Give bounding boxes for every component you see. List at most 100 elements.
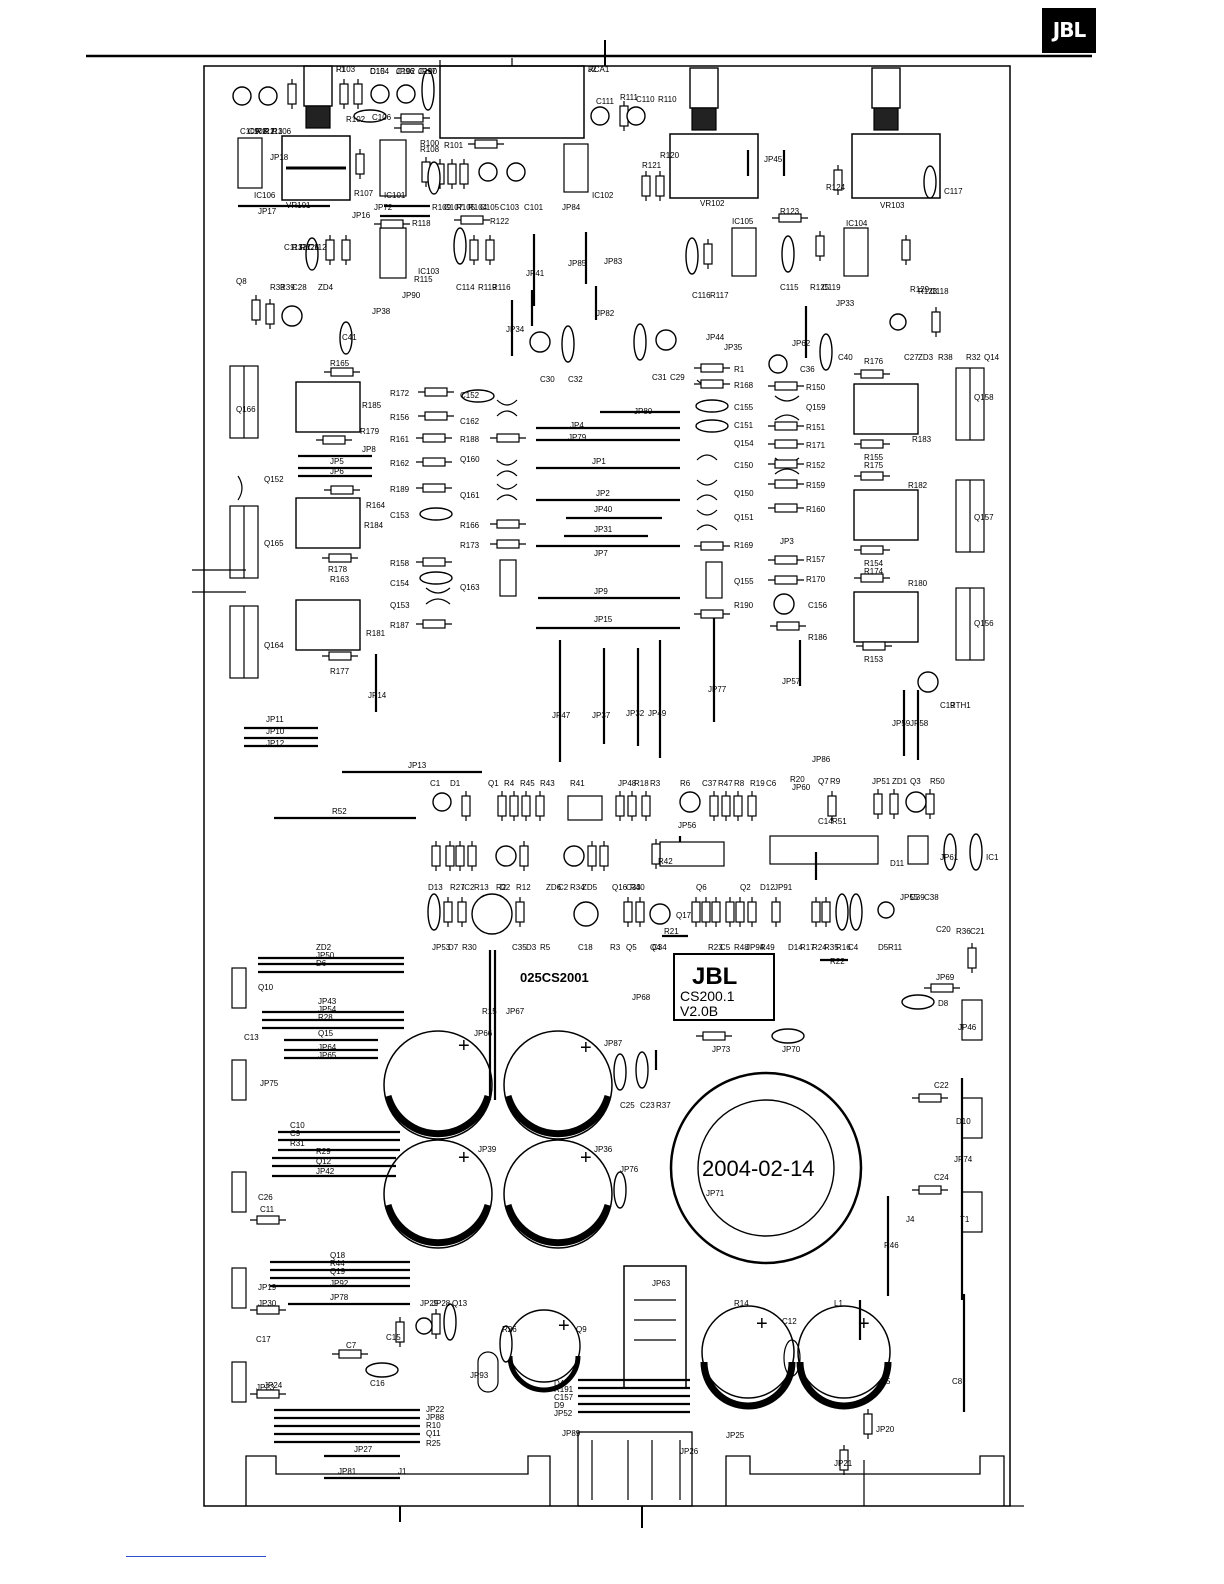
component-designator: JP23 (256, 1383, 275, 1392)
component-designator: Q157 (974, 513, 994, 522)
polarity-mark: + (558, 1315, 570, 1337)
capacitor (613, 1171, 627, 1209)
component-designator: ZD1 (892, 777, 908, 786)
resistor (519, 841, 529, 871)
component-designator: R172 (390, 389, 410, 398)
jbl-logo: JBL (1042, 8, 1096, 53)
component-designator: C41 (342, 333, 357, 342)
component-designator: R126 (300, 243, 320, 252)
component-designator: JP76 (620, 1165, 639, 1174)
component-designator: R35 (824, 943, 839, 952)
polarity-mark: + (858, 1313, 870, 1335)
component-designator: C102 (396, 67, 416, 76)
component-designator: R184 (364, 521, 384, 530)
capacitor (529, 331, 551, 353)
resistor (374, 219, 410, 229)
capacitor (353, 109, 387, 123)
resistor (250, 1389, 286, 1399)
component-designator: R5 (540, 943, 551, 952)
capacitor (849, 893, 863, 931)
component-designator: R105 (456, 203, 476, 212)
component-designator: R29 (316, 1147, 331, 1156)
resistor (912, 1185, 948, 1195)
resistor (627, 791, 637, 821)
component-designator: JP64 (318, 1043, 337, 1052)
component-designator: R117 (710, 291, 729, 300)
component-designator: Q154 (734, 439, 754, 448)
component-designator: Q13 (452, 1299, 468, 1308)
resistor (623, 897, 633, 927)
component-designator: R51 (832, 817, 847, 826)
resistor (394, 123, 430, 133)
component-designator: C104 (370, 67, 390, 76)
component-designator: J1 (398, 1467, 407, 1476)
resistor (735, 897, 745, 927)
component-designator: R178 (328, 565, 348, 574)
component-designator: JP40 (594, 505, 613, 514)
resistor (316, 435, 352, 445)
component-designator: R32 (966, 353, 981, 362)
component-designator: JP33 (836, 299, 855, 308)
component-designator: R28 (318, 1013, 333, 1022)
polarity-mark: + (580, 1037, 592, 1059)
component-designator: JP47 (552, 711, 571, 720)
component-designator: R13 (474, 883, 489, 892)
resistor (768, 381, 804, 391)
capacitor (626, 106, 646, 126)
resistor (416, 433, 452, 443)
component-designator: R106 (272, 127, 292, 136)
component-designator: D12 (760, 883, 775, 892)
component-designator: R100 (420, 139, 440, 148)
component-designator: Q9 (576, 1325, 587, 1334)
component-designator: T1 (960, 1215, 970, 1224)
capacitor (905, 791, 927, 813)
component-designator: IC104 (846, 219, 868, 228)
component-designator: C38 (924, 893, 939, 902)
resistor (856, 641, 892, 651)
resistor (768, 575, 804, 585)
resistor (353, 79, 363, 109)
resistor (768, 439, 804, 449)
resistor (457, 897, 467, 927)
component-designator: JP2 (596, 489, 610, 498)
resistor (515, 897, 525, 927)
resistor (768, 479, 804, 489)
component-designator: C6 (766, 779, 777, 788)
component-designator: R101 (444, 141, 464, 150)
component-designator: ZD6 (546, 883, 562, 892)
component-designator: JP17 (258, 207, 277, 216)
resistor (833, 165, 843, 195)
component-designator: JP86 (812, 755, 831, 764)
polarity-mark: + (756, 1313, 768, 1335)
capacitor (495, 845, 517, 867)
component-designator: JP83 (604, 257, 623, 266)
component-designator: C24 (934, 1173, 949, 1182)
component-designator: R16 (836, 943, 851, 952)
capacitor (771, 1028, 805, 1044)
resistor (747, 897, 757, 927)
component-designator: R31 (290, 1139, 305, 1148)
component-designator: R177 (330, 667, 350, 676)
component-designator: R38 (938, 353, 953, 362)
board-version-label: V2.0B (680, 1003, 718, 1019)
capacitor (427, 161, 441, 195)
component-designator: C108 (248, 127, 268, 136)
component-designator: JP70 (782, 1045, 801, 1054)
component-designator: R6 (680, 779, 691, 788)
component-designator: JP4 (570, 421, 584, 430)
component-designator: R4 (504, 779, 515, 788)
component-designator: ZD4 (318, 283, 334, 292)
component-designator: C17 (256, 1335, 271, 1344)
component-designator: R116 (492, 283, 511, 292)
component-designator: R173 (460, 541, 480, 550)
resistor (747, 791, 757, 821)
component-designator: Q16 (612, 883, 628, 892)
resistor (854, 471, 890, 481)
resistor (694, 379, 730, 389)
component-designator: R175 (864, 461, 884, 470)
component-designator: R25 (426, 1439, 441, 1448)
resistor (461, 791, 471, 821)
component-designator: R43 (540, 779, 555, 788)
resistor (854, 573, 890, 583)
